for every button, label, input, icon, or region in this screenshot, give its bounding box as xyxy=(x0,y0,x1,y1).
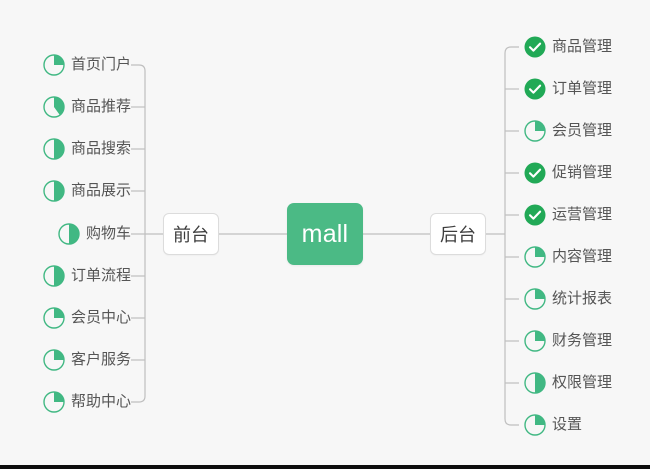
leaf-label: 设置 xyxy=(552,416,583,433)
leaf-backend_items-8[interactable]: 权限管理 xyxy=(524,370,612,396)
pie-progress-icon xyxy=(524,372,546,394)
leaf-backend_items-9[interactable]: 设置 xyxy=(524,412,582,438)
leaf-backend_items-7[interactable]: 财务管理 xyxy=(524,328,612,354)
pie-progress-icon xyxy=(43,265,65,287)
pie-progress-icon xyxy=(58,223,80,245)
pie-progress-icon xyxy=(43,349,65,371)
pie-progress-icon xyxy=(43,96,65,118)
branch-node-backend[interactable]: 后台 xyxy=(430,213,486,255)
leaf-backend_items-6[interactable]: 统计报表 xyxy=(524,286,612,312)
pie-progress-icon xyxy=(43,138,65,160)
pie-progress-icon xyxy=(524,330,546,352)
branch-node-frontend[interactable]: 前台 xyxy=(163,213,219,255)
pie-progress-icon xyxy=(524,288,546,310)
leaf-label: 购物车 xyxy=(85,225,131,242)
leaf-frontend_items-1[interactable]: 商品推荐 xyxy=(43,94,131,120)
leaf-label: 财务管理 xyxy=(552,332,613,349)
leaf-frontend_items-3[interactable]: 商品展示 xyxy=(43,178,131,204)
check-circle-icon xyxy=(524,162,546,184)
leaf-label: 商品管理 xyxy=(552,38,613,55)
root-label: mall xyxy=(301,219,349,248)
leaf-label: 会员管理 xyxy=(552,122,613,139)
leaf-backend_items-0[interactable]: 商品管理 xyxy=(524,34,612,60)
leaf-backend_items-1[interactable]: 订单管理 xyxy=(524,76,612,102)
pie-progress-icon xyxy=(43,54,65,76)
leaf-backend_items-4[interactable]: 运营管理 xyxy=(524,202,612,228)
leaf-label: 首页门户 xyxy=(70,56,131,73)
leaf-frontend_items-7[interactable]: 客户服务 xyxy=(43,347,131,373)
pie-progress-icon xyxy=(43,391,65,413)
leaf-label: 统计报表 xyxy=(552,290,613,307)
branch-label-frontend: 前台 xyxy=(173,225,209,245)
pie-progress-icon xyxy=(524,120,546,142)
pie-progress-icon xyxy=(43,307,65,329)
leaf-frontend_items-2[interactable]: 商品搜索 xyxy=(43,136,131,162)
leaf-label: 内容管理 xyxy=(552,248,613,265)
leaf-label: 权限管理 xyxy=(552,374,613,391)
leaf-label: 商品展示 xyxy=(70,182,131,199)
leaf-backend_items-2[interactable]: 会员管理 xyxy=(524,118,612,144)
leaf-label: 订单流程 xyxy=(70,267,131,284)
leaf-label: 促销管理 xyxy=(552,164,613,181)
leaf-backend_items-3[interactable]: 促销管理 xyxy=(524,160,612,186)
pie-progress-icon xyxy=(524,246,546,268)
leaf-backend_items-5[interactable]: 内容管理 xyxy=(524,244,612,270)
leaf-label: 会员中心 xyxy=(70,309,131,326)
branch-label-backend: 后台 xyxy=(440,225,476,245)
pie-progress-icon xyxy=(43,180,65,202)
leaf-frontend_items-6[interactable]: 会员中心 xyxy=(43,305,131,331)
leaf-frontend_items-4[interactable]: 购物车 xyxy=(58,221,131,247)
check-circle-icon xyxy=(524,36,546,58)
check-circle-icon xyxy=(524,204,546,226)
check-circle-icon xyxy=(524,78,546,100)
leaf-label: 运营管理 xyxy=(552,206,613,223)
leaf-label: 订单管理 xyxy=(552,80,613,97)
leaf-label: 客户服务 xyxy=(70,351,131,368)
leaf-frontend_items-0[interactable]: 首页门户 xyxy=(43,52,131,78)
leaf-frontend_items-8[interactable]: 帮助中心 xyxy=(43,389,131,415)
leaf-label: 帮助中心 xyxy=(70,393,131,410)
root-node-mall[interactable]: mall xyxy=(287,203,363,265)
leaf-frontend_items-5[interactable]: 订单流程 xyxy=(43,263,131,289)
pie-progress-icon xyxy=(524,414,546,436)
leaf-label: 商品搜索 xyxy=(70,140,131,157)
leaf-label: 商品推荐 xyxy=(70,98,131,115)
